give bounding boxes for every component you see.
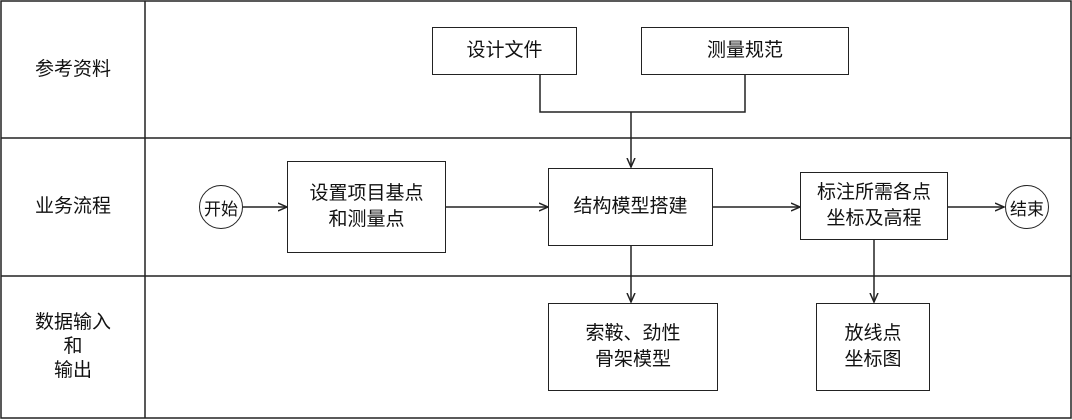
set-points-box: 设置项目基点 和测量点 (287, 161, 446, 253)
box-label: 结构模型搭建 (573, 195, 688, 218)
lane-label-text: 业务流程 (34, 195, 111, 218)
terminal-label: 结束 (1010, 199, 1044, 220)
box-label: 标注所需各点 (816, 181, 931, 204)
connector-design-docs (539, 75, 631, 113)
box-label: 和测量点 (328, 208, 405, 230)
box-label: 坐标图 (844, 348, 902, 370)
box-label: 设置项目基点 (309, 182, 424, 205)
design-docs-box: 设计文件 (432, 27, 577, 75)
lane-label-text: 数据输入 (34, 311, 111, 334)
box-label: 测量规范 (706, 39, 783, 62)
box-label: 设计文件 (466, 39, 543, 62)
lane-label-reference: 参考资料 (1, 1, 145, 138)
start-terminal: 开始 (199, 185, 243, 229)
lane-label-text: 参考资料 (34, 57, 111, 80)
output-layout-box: 放线点 坐标图 (816, 303, 930, 391)
terminal-label: 开始 (204, 199, 238, 220)
lane-label-text: 和 (63, 335, 83, 358)
box-label: 骨架模型 (594, 348, 671, 370)
survey-spec-box: 测量规范 (641, 27, 849, 75)
box-label: 索鞍、劲性 (585, 322, 681, 345)
box-label: 坐标及高程 (826, 207, 922, 229)
output-model-box: 索鞍、劲性 骨架模型 (548, 303, 718, 391)
build-model-box: 结构模型搭建 (548, 168, 713, 246)
connector-survey-spec (631, 75, 746, 113)
box-label: 放线点 (844, 322, 902, 345)
lane-label-io: 数据输入 和 输出 (1, 276, 145, 418)
annotate-box: 标注所需各点 坐标及高程 (800, 172, 948, 240)
lane-label-text: 输出 (53, 358, 92, 381)
lane-label-process: 业务流程 (1, 138, 145, 276)
end-terminal: 结束 (1005, 185, 1049, 229)
